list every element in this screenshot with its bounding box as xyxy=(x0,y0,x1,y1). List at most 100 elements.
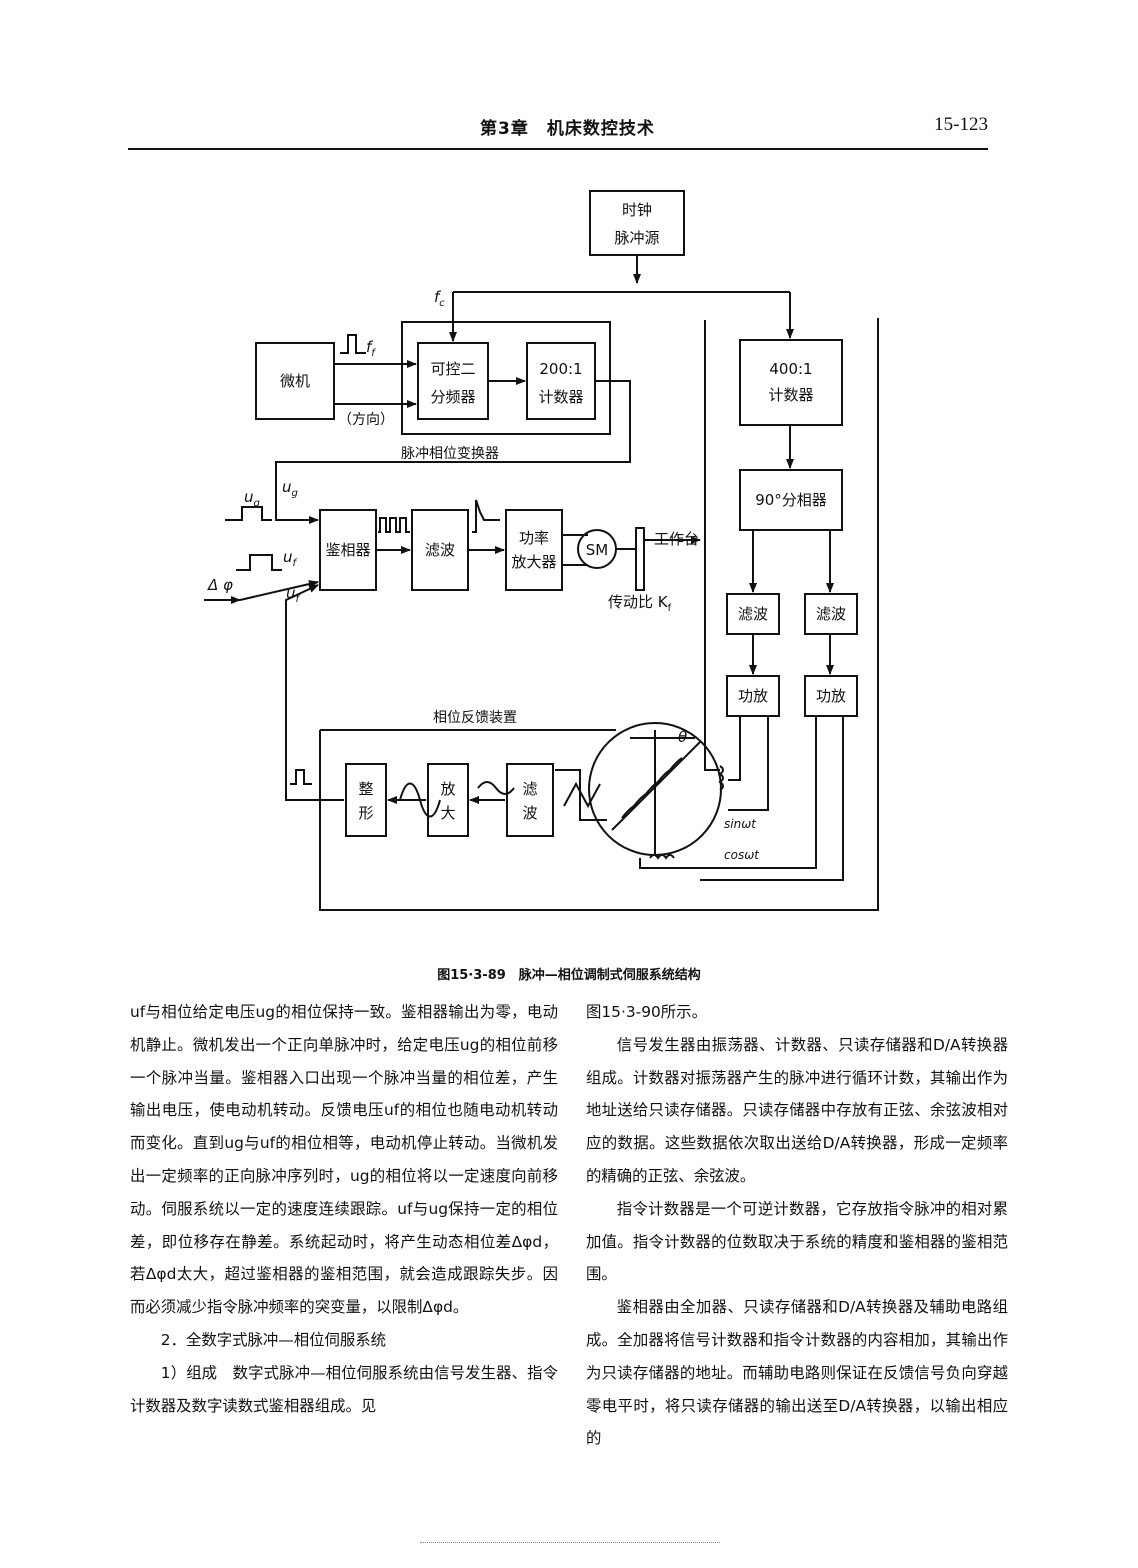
page-number: 15-123 xyxy=(934,114,988,135)
ug-label-wave: ug xyxy=(244,488,260,509)
converter-label: 脉冲相位变换器 xyxy=(401,445,499,462)
uf-label-wave: uf xyxy=(283,548,298,569)
pulse-train xyxy=(378,517,410,533)
counter200-label: 200:1 xyxy=(539,360,582,378)
divider-label-2: 分频器 xyxy=(430,388,475,406)
counter400-label-2: 计数器 xyxy=(768,386,813,404)
worktable-bar xyxy=(635,527,645,591)
converter-frame xyxy=(401,321,611,435)
uf-wave-symbol: u xyxy=(283,548,293,566)
filter-feedback-label: 滤 xyxy=(522,780,537,798)
filtered-wave xyxy=(472,499,500,533)
paragraph: 信号发生器由振荡器、计数器、只读存储器和D/A转换器组成。计数器对振荡器产生的脉… xyxy=(586,1035,1008,1185)
sin-coil xyxy=(718,765,724,791)
counter400-block xyxy=(739,339,843,426)
filter-left-label: 滤波 xyxy=(738,605,768,623)
amplifier-block xyxy=(427,763,469,837)
transmission-text: 传动比 K xyxy=(608,593,669,611)
counter200-label-2: 计数器 xyxy=(538,388,583,406)
direction-label: （方向） xyxy=(338,412,394,428)
ug-wave xyxy=(225,506,272,521)
worktable-label: 工作台 xyxy=(654,530,699,548)
amp-left-block xyxy=(726,675,780,717)
servo-system-diagram: 时钟 脉冲源 微机 可控二 分频器 200:1 计数器 400:1 计数器 90… xyxy=(0,160,1138,960)
clock-label: 时钟 xyxy=(622,201,652,219)
right-column: 图15·3-90所示。 信号发生器由振荡器、计数器、只读存储器和D/A转换器组成… xyxy=(586,996,1008,1455)
shaper-block xyxy=(345,763,387,837)
paragraph: 1）组成 数字式脉冲—相位伺服系统由信号发生器、指令计数器及数字读数式鉴相器组成… xyxy=(130,1363,558,1415)
uf-subscript: f xyxy=(296,594,301,605)
section-heading: 2．全数字式脉冲—相位伺服系统 xyxy=(160,1330,387,1349)
wire xyxy=(639,716,817,869)
clock-label-2: 脉冲源 xyxy=(614,229,659,247)
divider-block xyxy=(417,342,489,420)
filter-feedback-label-2: 波 xyxy=(522,804,537,822)
ug-wave-subscript: g xyxy=(254,498,260,509)
ug-subscript: g xyxy=(292,488,298,499)
wire xyxy=(319,318,879,911)
ff-label: ff xyxy=(366,338,376,359)
uf-wave-subscript: f xyxy=(293,558,298,569)
footer-marks xyxy=(420,1542,720,1553)
filter-feedback-block xyxy=(506,763,554,837)
delta-phi-label: Δ φ xyxy=(207,576,233,594)
uf-label: uf xyxy=(286,584,301,605)
wire xyxy=(700,716,844,881)
small-wave xyxy=(477,781,515,795)
diagram-svg: 时钟 脉冲源 微机 可控二 分频器 200:1 计数器 400:1 计数器 90… xyxy=(204,190,879,911)
uf-wave xyxy=(236,554,282,571)
wire xyxy=(728,716,769,811)
pulse-wave xyxy=(340,334,366,354)
cos-label: cosωt xyxy=(724,848,760,862)
shaper-label-2: 形 xyxy=(358,804,373,822)
feedback-label: 相位反馈装置 xyxy=(433,710,517,726)
wire xyxy=(728,716,741,781)
shaper-label: 整 xyxy=(358,780,373,798)
divider-label: 可控二 xyxy=(430,360,475,378)
wire xyxy=(285,584,344,801)
sin-label: sinωt xyxy=(724,817,757,831)
amp-right-block xyxy=(804,675,858,717)
feedback-pulse xyxy=(290,769,312,785)
amplifier-label-2: 大 xyxy=(440,804,455,822)
microcomputer-block xyxy=(255,342,335,420)
power-amp-label: 功率 xyxy=(519,529,549,547)
fc-subscript: c xyxy=(439,298,445,309)
wire xyxy=(275,380,631,524)
power-amp-block xyxy=(505,509,563,591)
theta-label: θ xyxy=(678,728,687,746)
page-header: 第3章 机床数控技术 15-123 xyxy=(128,112,988,150)
resolver-winding xyxy=(621,757,683,819)
left-column: uf与相位给定电压ug的相位保持一致。鉴相器输出为零，电动机静止。微机发出一个正… xyxy=(130,996,558,1422)
sine-wave xyxy=(399,782,441,818)
microcomputer-label: 微机 xyxy=(280,372,310,390)
ff-subscript: f xyxy=(371,348,376,359)
counter400-label: 400:1 xyxy=(769,360,812,378)
power-amp-label-2: 放大器 xyxy=(511,553,556,571)
phase-detector-label: 鉴相器 xyxy=(325,541,370,559)
ug-label-top: ug xyxy=(282,478,298,499)
paragraph: 指令计数器是一个可逆计数器，它存放指令脉冲的相对累加值。指令计数器的位数取决于系… xyxy=(586,1199,1008,1284)
counter200-block xyxy=(526,342,596,420)
fc-symbol: f xyxy=(434,288,442,306)
wire xyxy=(555,769,607,821)
fc-label: fc xyxy=(434,288,445,309)
motor-label: SM xyxy=(586,541,608,559)
transmission-label: 传动比 Kf xyxy=(608,593,672,614)
amp-left-label: 功放 xyxy=(738,687,768,705)
uf-symbol: u xyxy=(286,584,296,602)
ff-symbol: f xyxy=(366,338,374,356)
cos-coil xyxy=(649,854,675,860)
figure-caption: 图15·3-89 脉冲—相位调制式伺服系统结构 xyxy=(437,968,701,983)
wire xyxy=(239,580,319,601)
paragraph: 图15·3-90所示。 xyxy=(586,1003,707,1021)
wire xyxy=(704,320,720,771)
ug-symbol: u xyxy=(282,478,292,496)
chapter-title: 第3章 机床数控技术 xyxy=(480,119,655,139)
phase-splitter-block xyxy=(739,469,843,531)
transmission-subscript: f xyxy=(668,603,672,614)
phase-splitter-label: 90°分相器 xyxy=(755,491,827,509)
triangle-wave xyxy=(563,781,601,809)
amplifier-label: 放 xyxy=(440,780,455,798)
paragraph: uf与相位给定电压ug的相位保持一致。鉴相器输出为零，电动机静止。微机发出一个正… xyxy=(130,1003,558,1317)
